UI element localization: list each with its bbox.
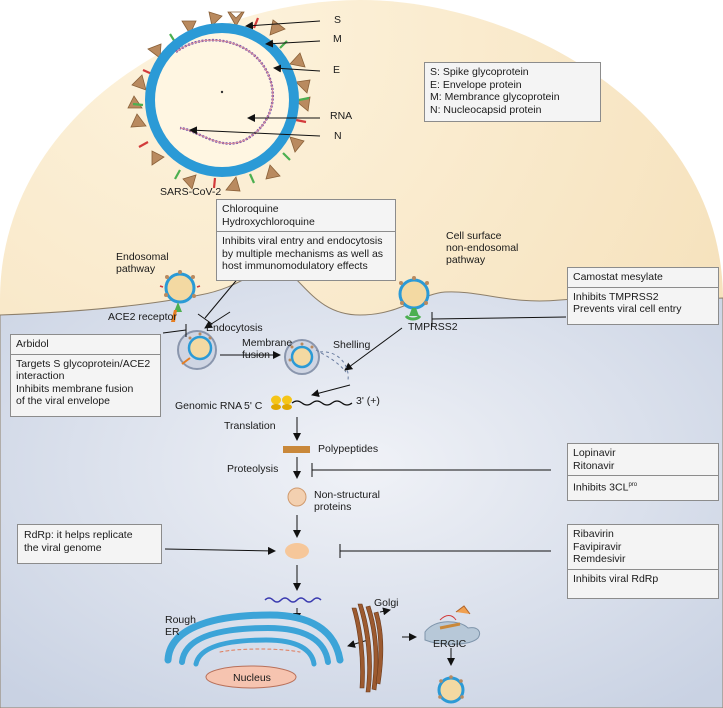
- endosomal-virus: [159, 270, 201, 322]
- five-prime-label: 5' C: [244, 400, 263, 412]
- drug-name: Remdesivir: [573, 553, 626, 565]
- drug-effect: interaction: [16, 370, 65, 382]
- genomic-rna-label: Genomic RNA: [175, 400, 243, 412]
- label-line: Cell surface: [446, 230, 502, 242]
- drug-effect: Inhibits TMPRSS2: [573, 290, 659, 303]
- membrane-label: M: [333, 33, 342, 45]
- drug-effect-text: Inhibits 3CL: [573, 481, 629, 494]
- golgi-label: Golgi: [374, 597, 399, 609]
- spike-proteins: [127, 11, 311, 192]
- budding-virion: [437, 675, 465, 704]
- drug-effect: Inhibits 3CLpro: [573, 479, 713, 494]
- ergic-label: ERGIC: [433, 638, 467, 650]
- label-line: Endosomal: [116, 251, 169, 263]
- nucleocapsid-label: N: [334, 130, 342, 142]
- envelope-label: E: [333, 64, 341, 76]
- non-structural-protein: [287, 487, 307, 507]
- drug-effect: Inhibits viral RdRp: [573, 572, 659, 585]
- virus-name: SARS-CoV-2: [160, 186, 222, 198]
- drug-effect: Inhibits membrane fusion: [16, 382, 134, 395]
- ace2-receptor-label: ACE2 receptor: [108, 311, 177, 323]
- drug-name: Camostat mesylate: [573, 271, 663, 283]
- rough-er: [164, 611, 344, 667]
- shelling-label: Shelling: [333, 339, 371, 351]
- translation-label: Translation: [224, 420, 276, 432]
- legend-line: S: Spike glycoprotein: [430, 66, 529, 78]
- cell-surface-pathway-label: Cell surface non-endosomal pathway: [446, 230, 518, 266]
- drug-name: Hydroxychloroquine: [222, 215, 315, 228]
- spike-label: S: [334, 14, 342, 26]
- endosome-vesicle: [177, 330, 217, 370]
- nucleus: [205, 665, 297, 689]
- legend-line: E: Envelope protein: [430, 78, 522, 91]
- drug-name: Arbidol: [16, 338, 49, 350]
- drug-name: Lopinavir: [573, 447, 616, 459]
- drug-name: Favipiravir: [573, 540, 622, 553]
- polypeptide-bar: [283, 446, 310, 453]
- label-line: ER: [165, 626, 180, 638]
- legend-line: N: Nucleocapsid protein: [430, 103, 542, 116]
- label-line: Non-structural: [314, 489, 380, 501]
- virus-label-arrows: [189, 20, 321, 137]
- viral-core: [155, 33, 289, 167]
- rdrp-complex: [285, 543, 309, 559]
- chloroquine-box: Chloroquine Hydroxychloroquine Inhibits …: [216, 199, 396, 281]
- label-line: pathway: [446, 254, 486, 266]
- rdrp-note-line: the viral genome: [24, 541, 102, 554]
- label-line: pathway: [116, 263, 156, 275]
- membrane-fusion-label: Membrane fusion: [242, 337, 292, 361]
- envelope-proteins: [132, 17, 310, 189]
- polypeptides-label: Polypeptides: [318, 443, 379, 455]
- proteolysis-label: Proteolysis: [227, 463, 279, 475]
- drug-effect: Prevents viral cell entry: [573, 303, 682, 315]
- rna-label: RNA: [330, 110, 353, 122]
- legend-line: M: Membrance glycoprotein: [430, 91, 560, 103]
- golgi: [351, 603, 384, 693]
- label-line: proteins: [314, 501, 352, 513]
- cell-surface-virus: [398, 276, 430, 321]
- endosomal-pathway-label: Endosomal pathway: [116, 251, 169, 275]
- drug-effect: host immunomodulatory effects: [222, 260, 368, 272]
- ribosomes: [271, 395, 292, 410]
- drug-effect: Inhibits viral entry and endocytosis: [222, 235, 383, 247]
- ergic: [424, 605, 481, 645]
- label-line: fusion: [242, 349, 271, 361]
- drug-effect-superscript: pro: [628, 482, 638, 488]
- ribavirin-box: Ribavirin Favipiravir Remdesivir Inhibit…: [567, 524, 719, 599]
- rdrp-note-box: RdRp: it helps replicate the viral genom…: [17, 524, 162, 564]
- genomic-rna-strand: [291, 400, 353, 406]
- drug-name: Ritonavir: [573, 459, 615, 472]
- drug-effect: Targets S glycoprotein/ACE2: [16, 357, 151, 370]
- process-arrows: [164, 311, 417, 648]
- lopinavir-box: Lopinavir Ritonavir Inhibits 3CLpro: [567, 443, 719, 501]
- drug-effect: of the viral envelope: [16, 395, 110, 407]
- nucleocapsid-strand: [175, 39, 274, 145]
- drug-name: Ribavirin: [573, 528, 614, 540]
- drug-name: Chloroquine: [222, 203, 279, 215]
- label-line: non-endosomal: [446, 242, 519, 254]
- drug-effect: by multiple mechanisms as well as: [222, 247, 384, 260]
- protein-legend: S: Spike glycoprotein E: Envelope protei…: [424, 62, 601, 122]
- arbidol-box: Arbidol Targets S glycoprotein/ACE2 inte…: [10, 334, 161, 417]
- replicated-rna: [264, 597, 322, 603]
- camostat-box: Camostat mesylate Inhibits TMPRSS2 Preve…: [567, 267, 719, 325]
- nucleus-label: Nucleus: [233, 672, 271, 684]
- rough-er-label: Rough ER: [165, 614, 196, 638]
- tmprss2-label: TMPRSS2: [408, 321, 458, 333]
- non-structural-label: Non-structural proteins: [314, 489, 380, 513]
- endocytosis-label: Endocytosis: [206, 322, 263, 334]
- rdrp-note-line: RdRp: it helps replicate: [24, 529, 133, 541]
- fusing-virus: [284, 339, 347, 375]
- label-line: Rough: [165, 614, 196, 626]
- label-line: Membrane: [242, 337, 293, 349]
- three-prime-label: 3' (+): [356, 395, 380, 407]
